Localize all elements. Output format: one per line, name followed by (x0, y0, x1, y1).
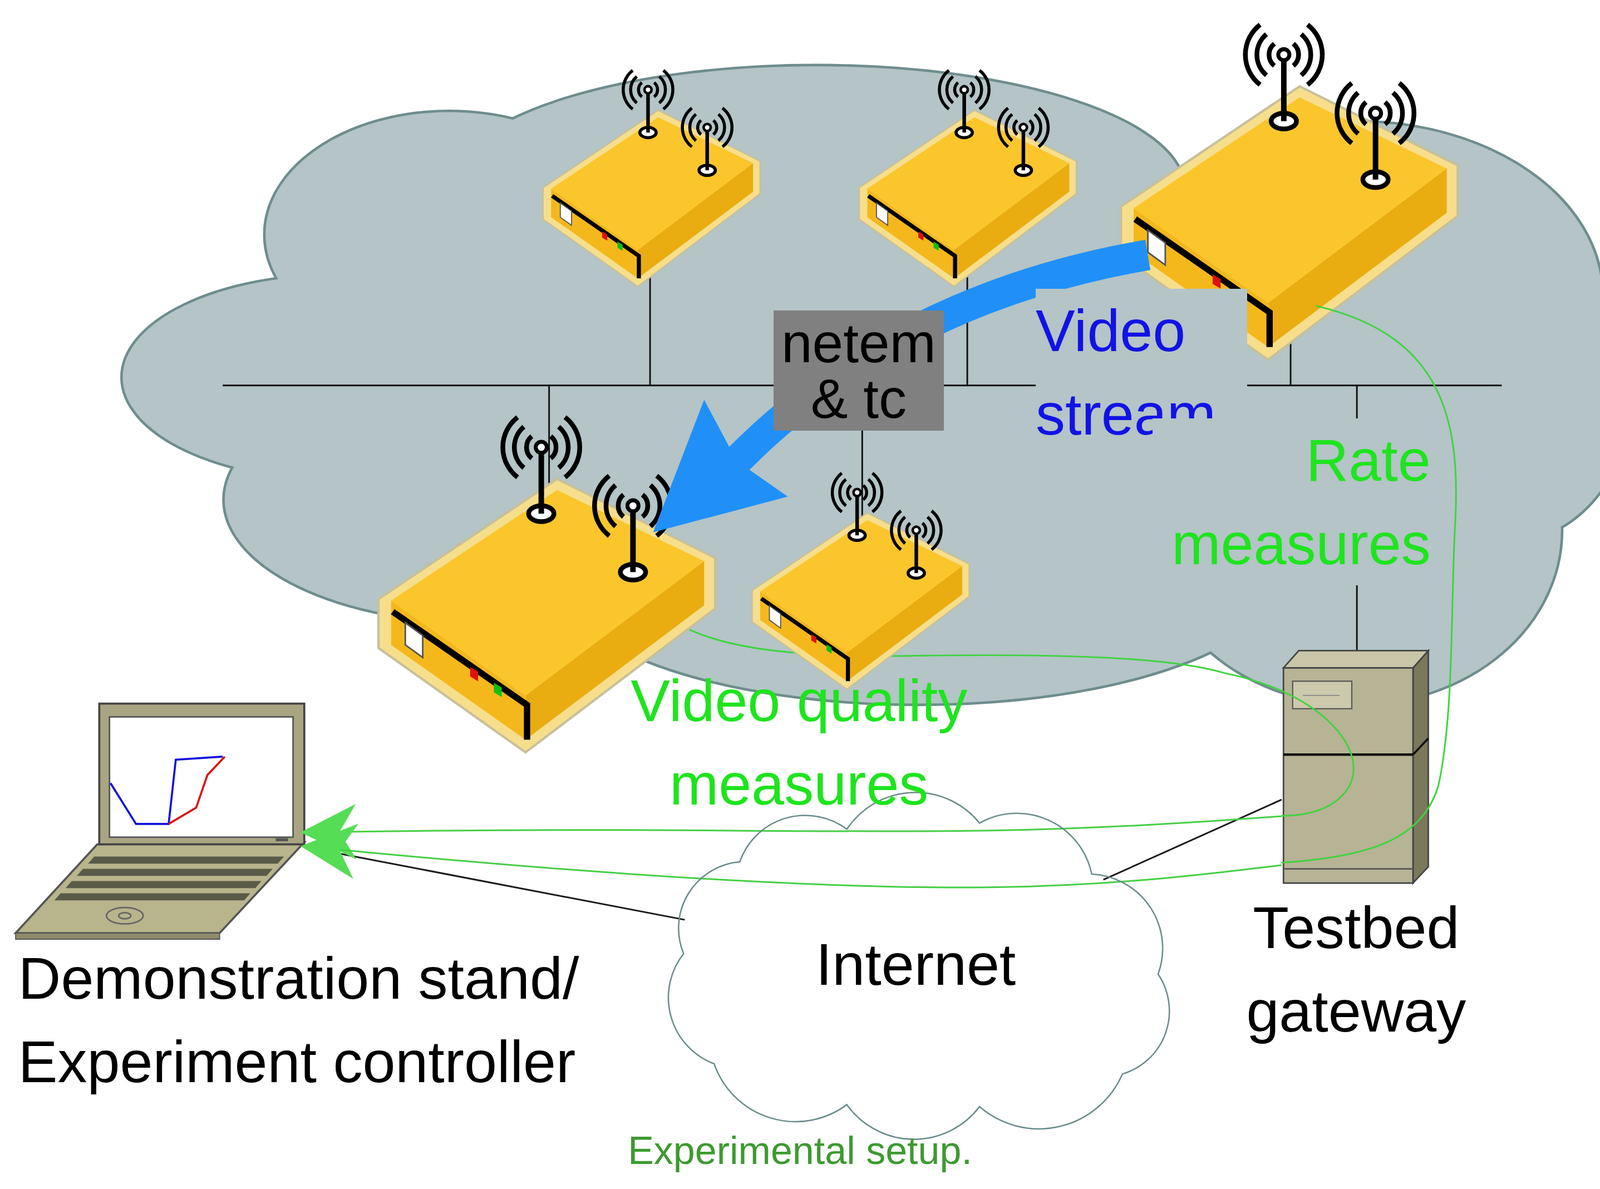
internet-cloud: Internet (642, 800, 1189, 1128)
laptop-illustration (87, 857, 284, 865)
server-illustration (1283, 753, 1414, 757)
laptop-illustration (15, 842, 305, 934)
measure-wire (668, 617, 1225, 674)
laptop-illustration (106, 907, 144, 924)
server-illustration (1413, 650, 1429, 884)
laptop-illustration (275, 838, 288, 842)
router-icon (543, 70, 761, 287)
router-icon (378, 24, 1458, 753)
laptop-illustration (15, 933, 220, 940)
router-icon (859, 70, 1077, 287)
server-illustration (1283, 650, 1429, 884)
label-holder: Rate measures (1152, 418, 1431, 586)
server-illustration (1413, 738, 1429, 755)
router-icon (751, 473, 969, 690)
connector (306, 816, 1282, 833)
node-label: Demonstration stand/ Experiment controll… (18, 936, 637, 1104)
laptop-illustration (54, 857, 284, 902)
server-illustration (1302, 695, 1340, 697)
measure-label: Rate measures (1152, 418, 1431, 586)
laptop-illustration (54, 893, 251, 901)
bus-wire (966, 267, 969, 386)
server-illustration (1283, 868, 1414, 870)
laptop-illustration (65, 881, 262, 889)
cloud-outline (668, 793, 1170, 1140)
server-illustration (1292, 681, 1352, 709)
connector (306, 847, 685, 920)
laptop-illustration (99, 704, 304, 845)
server-illustration (1283, 650, 1429, 668)
netem-box: netem & tc (773, 310, 944, 431)
measure-wire (1224, 673, 1354, 817)
gateway-node: Testbed gateway (1281, 646, 1431, 886)
laptop-node: Demonstration stand/ Experiment controll… (13, 701, 307, 937)
figure-caption: Experimental setup. (627, 1128, 973, 1174)
label-holder: Video quality measures (598, 658, 1000, 826)
caption-holder: Experimental setup. (0, 1128, 1600, 1174)
node-label: Testbed gateway (1233, 885, 1479, 1053)
connector (306, 847, 1282, 888)
video-arrow (653, 399, 789, 533)
laptop-illustration (168, 756, 225, 825)
laptop-illustration (15, 704, 305, 940)
bus-wire (649, 267, 652, 386)
node-label: netem & tc (778, 314, 940, 427)
server-illustration (1283, 667, 1414, 884)
node-label: Internet (815, 922, 1016, 1007)
laptop-illustration (118, 912, 131, 919)
laptop-illustration (110, 756, 224, 825)
measure-label: Video quality measures (598, 658, 1000, 826)
laptop-illustration (109, 716, 294, 838)
laptop-illustration (76, 869, 273, 877)
